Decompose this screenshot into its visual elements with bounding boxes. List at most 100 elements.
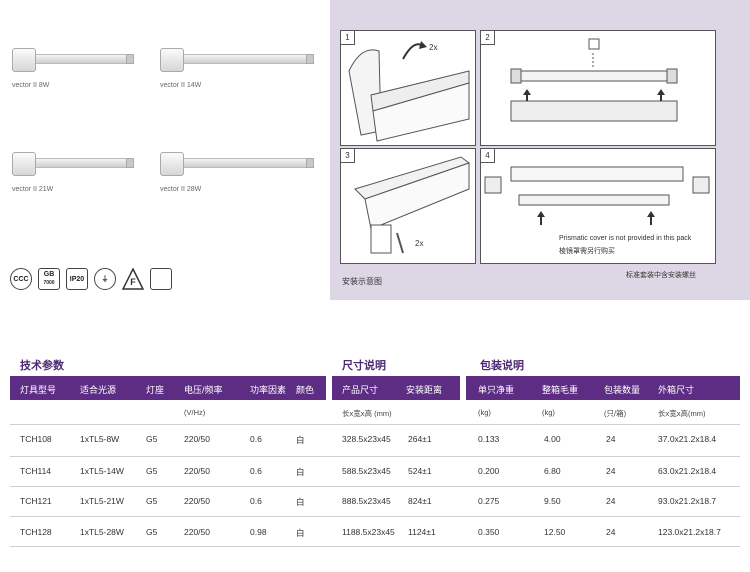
endcap-image [306,158,314,168]
luminaire-body-image [160,152,184,176]
header-carton-size: 外箱尺寸 [658,385,695,395]
quantity-unit: (只/箱) [604,409,627,418]
header-voltage: 电压/频率 [184,385,223,395]
cell-model: TCH121 [20,496,52,506]
product-label: vector II 21W [12,186,54,193]
row-divider [10,516,740,517]
header-color: 颜色 [296,385,315,395]
net-weight-unit: (kg) [478,408,491,417]
carton-size-unit: 长x宽x高(mm) [658,409,706,418]
cell-install-distance: 524±1 [408,466,432,476]
cell-color: 白 [296,528,305,538]
cell-gross-weight: 9.50 [544,496,561,506]
endcap-image [126,158,134,168]
header-quantity: 包装数量 [604,385,641,395]
voltage-unit: (V/Hz) [184,408,206,417]
cell-dimension: 588.5x23x45 [342,466,391,476]
tube-image [182,158,308,168]
product-vector-14w: vector II 14W [160,40,328,100]
endcap-image [306,54,314,64]
cell-quantity: 24 [606,434,616,444]
cell-model: TCH114 [20,466,52,476]
cell-model: TCH128 [20,527,52,537]
header-install-distance: 安装距离 [406,385,443,395]
cell-quantity: 24 [606,527,616,537]
cell-gross-weight: 12.50 [544,527,566,537]
install-step-3: 3 2x [340,148,476,264]
endcap-image [126,54,134,64]
luminaire-body-image [12,152,36,176]
cell-model: TCH108 [20,434,52,444]
product-label: vector II 14W [160,82,202,89]
cell-color: 白 [296,435,305,445]
svg-text:F: F [130,277,136,287]
cell-net-weight: 0.275 [478,496,500,506]
size-table-header: 产品尺寸 安装距离 [332,376,460,400]
product-vector-21w: vector II 21W [12,144,142,204]
header-model: 灯具型号 [20,385,57,395]
luminaire-body-image [160,48,184,72]
install-note: 标准套装中含安装螺丝 [626,272,696,279]
cell-net-weight: 0.133 [478,434,500,444]
cell-quantity: 24 [606,466,616,476]
cell-install-distance: 824±1 [408,496,432,506]
product-label: vector II 8W [12,82,50,89]
gross-weight-unit: (kg) [542,408,555,417]
cell-pf: 0.6 [250,466,262,476]
cell-color: 白 [296,467,305,477]
cell-socket: G5 [146,434,158,444]
step-1-count: 2x [429,43,438,52]
blank-box-icon [150,268,172,290]
step-3-count: 2x [415,239,424,248]
prismatic-note-cn: 棱镜罩需另行购买 [559,248,615,255]
step-number: 1 [341,31,355,45]
cell-lamp: 1xTL5-28W [80,527,124,537]
dimension-unit: 长x宽x高 (mm) [342,409,392,418]
header-socket: 灯座 [146,385,165,395]
tube-image [34,158,130,168]
step-2-illustration [510,38,678,122]
earth-icon: ⏚ [94,268,116,290]
tech-spec-title: 技术参数 [20,360,64,372]
product-vector-28w: vector II 28W [160,144,328,204]
cell-lamp: 1xTL5-8W [80,434,120,444]
row-divider [10,546,740,547]
ccc-icon: CCC [10,268,32,290]
header-lamp: 适合光源 [80,385,117,395]
cell-dimension: 1188.5x23x45 [342,527,395,537]
cell-voltage: 220/50 [184,527,210,537]
cell-gross-weight: 4.00 [544,434,561,444]
step-1-illustration [348,41,470,142]
f-mark-icon: F [122,268,144,290]
step-3-illustration [354,156,471,254]
cell-voltage: 220/50 [184,496,210,506]
step-number: 2 [481,31,495,45]
install-step-4: 4 Prismatic cover is not provided in thi… [480,148,716,264]
tube-image [34,54,130,64]
size-title: 尺寸说明 [342,360,386,372]
header-dimension: 产品尺寸 [342,385,379,395]
install-caption: 安装示意图 [342,277,382,286]
step-number: 4 [481,149,495,163]
cell-voltage: 220/50 [184,466,210,476]
cell-voltage: 220/50 [184,434,210,444]
prismatic-note-en: Prismatic cover is not provided in this … [559,235,692,242]
cell-dimension: 328.5x23x45 [342,434,391,444]
row-divider [10,424,740,425]
cell-carton-size: 63.0x21.2x18.4 [658,466,717,476]
tech-table-header: 灯具型号 适合光源 灯座 电压/频率 功率因素 颜色 [10,376,326,400]
cell-pf: 0.98 [250,527,267,537]
tube-image [182,54,308,64]
cell-carton-size: 93.0x21.2x18.7 [658,496,717,506]
step-number: 3 [341,149,355,163]
cell-lamp: 1xTL5-21W [80,496,124,506]
cell-net-weight: 0.200 [478,466,500,476]
row-divider [10,486,740,487]
product-label: vector II 28W [160,186,202,193]
cell-socket: G5 [146,466,158,476]
install-step-1: 1 2x [340,30,476,146]
cell-carton-size: 123.0x21.2x18.7 [658,527,721,537]
pack-title: 包装说明 [480,360,524,372]
